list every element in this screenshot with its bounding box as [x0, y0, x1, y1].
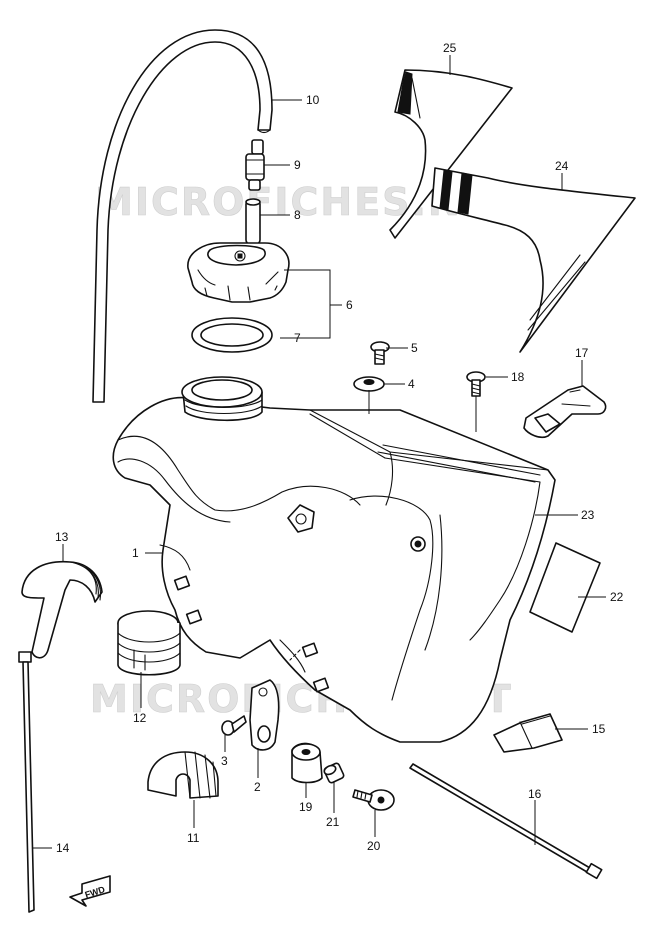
- callout-2: 2: [254, 780, 261, 794]
- callout-17: 17: [575, 346, 589, 360]
- callout-12: 12: [133, 711, 147, 725]
- cushion-12[interactable]: [117, 610, 181, 676]
- callout-numbers: 10 9 8 6 7 25 24 5 4 18 17 23 22 1 13 12…: [55, 41, 624, 855]
- forward-direction-arrow: FWD: [69, 875, 111, 907]
- screw-5[interactable]: [370, 341, 390, 365]
- callout-4: 4: [408, 377, 415, 391]
- cushion-pad[interactable]: [529, 542, 601, 633]
- long-band[interactable]: [18, 651, 35, 913]
- callout-22: 22: [610, 590, 624, 604]
- callout-18: 18: [511, 370, 525, 384]
- leader-lines: [32, 55, 606, 849]
- callout-5: 5: [411, 341, 418, 355]
- screw-3[interactable]: [221, 715, 247, 736]
- callout-21: 21: [326, 815, 340, 829]
- collar[interactable]: [323, 762, 345, 784]
- cushion-11[interactable]: [147, 751, 219, 799]
- cap-gasket[interactable]: [191, 317, 273, 353]
- callout-15: 15: [592, 722, 606, 736]
- bolt-18[interactable]: [466, 371, 486, 397]
- callout-13: 13: [55, 530, 69, 544]
- callout-16: 16: [528, 787, 542, 801]
- upper-shroud[interactable]: [389, 69, 513, 239]
- callout-1: 1: [132, 546, 139, 560]
- tank-bracket[interactable]: [249, 679, 280, 751]
- bolt-20[interactable]: [352, 789, 395, 811]
- callout-6: 6: [346, 298, 353, 312]
- callout-9: 9: [294, 158, 301, 172]
- breather-hose[interactable]: [92, 29, 273, 403]
- callout-19: 19: [299, 800, 313, 814]
- joint-pipe[interactable]: [245, 198, 261, 245]
- callout-25: 25: [443, 41, 457, 55]
- cable-tie[interactable]: [409, 763, 603, 880]
- cushion-13[interactable]: [21, 560, 103, 659]
- washer-4[interactable]: [353, 376, 385, 392]
- tank-strap[interactable]: [523, 385, 607, 439]
- retainer-clip[interactable]: [493, 713, 563, 753]
- callout-23: 23: [581, 508, 595, 522]
- grommet[interactable]: [291, 742, 323, 784]
- lower-shroud[interactable]: [431, 167, 636, 353]
- fuel-tank[interactable]: [112, 376, 556, 743]
- callout-3: 3: [221, 754, 228, 768]
- callout-20: 20: [367, 839, 381, 853]
- callout-10: 10: [306, 93, 320, 107]
- seal-strip[interactable]: [377, 444, 541, 483]
- fuel-cap[interactable]: [187, 242, 290, 303]
- callout-11: 11: [187, 831, 200, 845]
- callout-24: 24: [555, 159, 569, 173]
- callout-7: 7: [294, 331, 301, 345]
- callout-8: 8: [294, 208, 301, 222]
- callout-14: 14: [56, 841, 70, 855]
- breather-valve[interactable]: [245, 139, 265, 191]
